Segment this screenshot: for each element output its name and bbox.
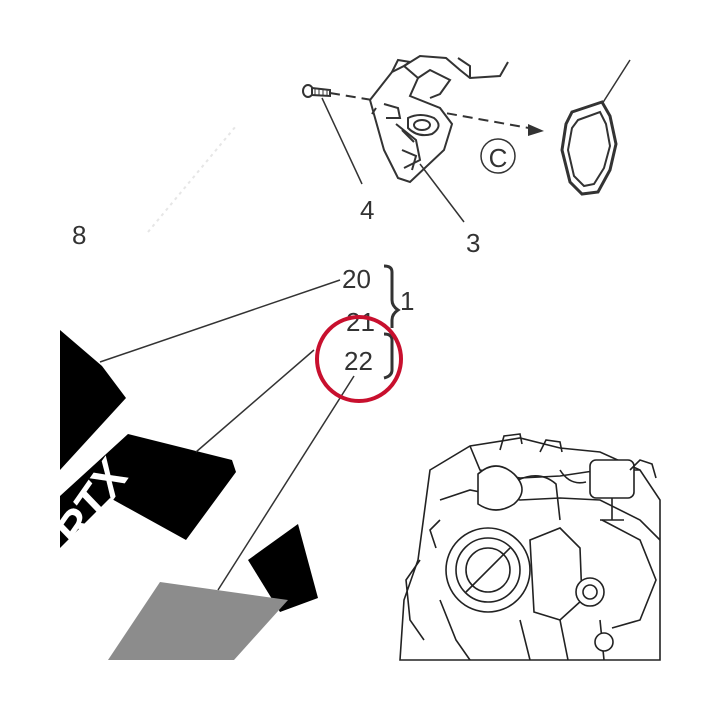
engine-illustration bbox=[399, 433, 661, 661]
callout-3: 3 bbox=[466, 228, 480, 258]
decal-part-20 bbox=[60, 330, 126, 470]
faint-leader bbox=[147, 125, 237, 233]
assembly-axis-line bbox=[329, 92, 541, 131]
leader-lines-top bbox=[321, 59, 631, 223]
callout-21: 21 bbox=[346, 307, 375, 337]
bracket-part-3 bbox=[368, 54, 509, 184]
detail-marker-c: C bbox=[480, 138, 516, 174]
callout-4: 4 bbox=[360, 195, 374, 225]
highlight-circle bbox=[315, 315, 403, 403]
seal-gasket bbox=[560, 100, 618, 196]
callout-22: 22 bbox=[344, 346, 373, 376]
callout-1: 1 bbox=[400, 286, 414, 316]
callout-8: 8 bbox=[72, 220, 86, 250]
leader-lines-decals bbox=[99, 279, 355, 591]
screw-part-4 bbox=[302, 84, 331, 98]
bracket-assembly bbox=[302, 54, 618, 196]
detail-marker-label: C bbox=[489, 143, 508, 173]
decal-part-21: RTX bbox=[44, 434, 236, 556]
decal-part-22 bbox=[108, 524, 318, 660]
callout-20: 20 bbox=[342, 264, 371, 294]
group-brackets bbox=[383, 264, 401, 380]
